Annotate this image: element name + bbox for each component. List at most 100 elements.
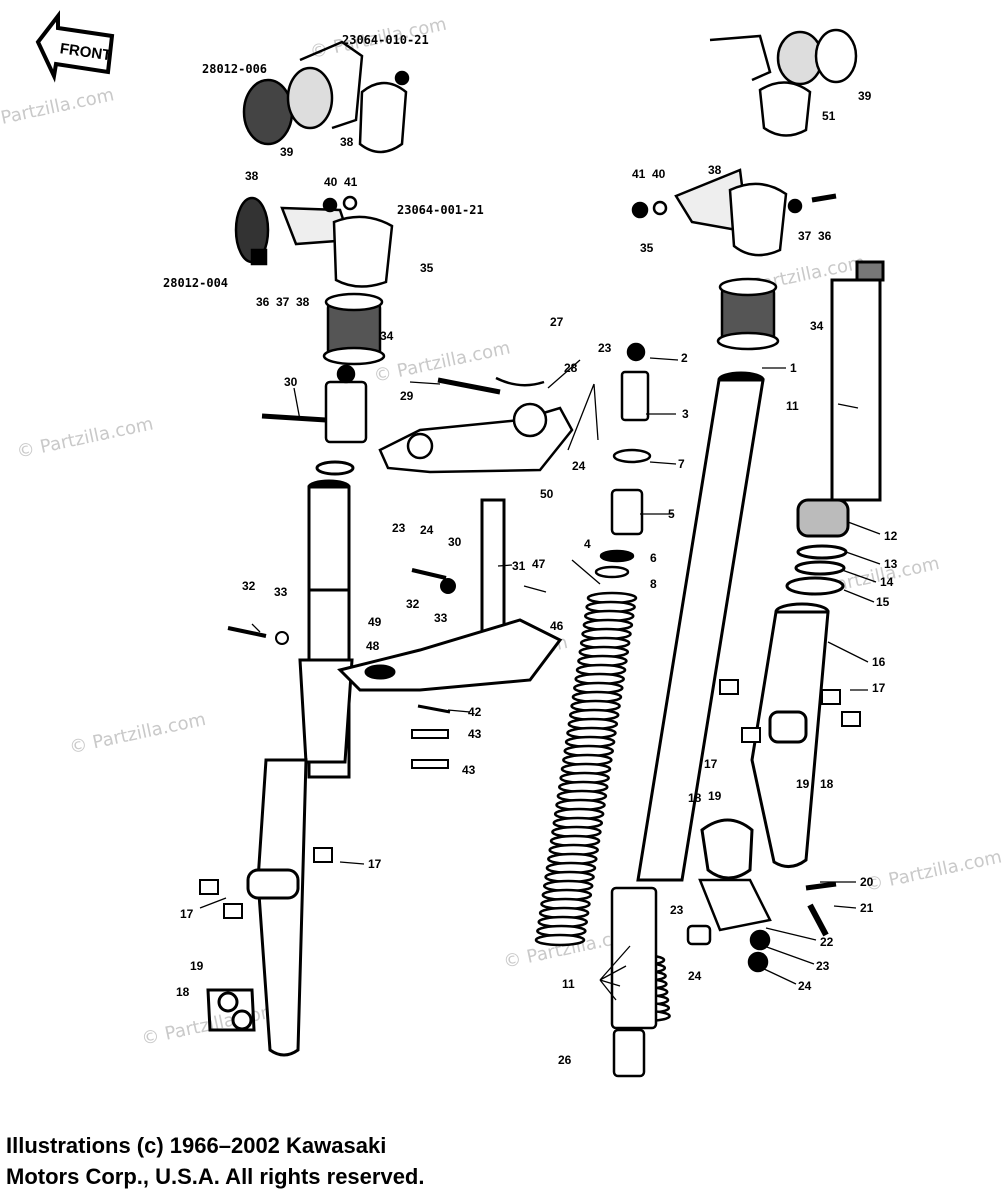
callout-number: 14 — [880, 575, 894, 589]
bracket-clamp — [728, 182, 788, 257]
callout-number: 36 — [818, 229, 832, 243]
callout-number: 23 — [816, 959, 830, 973]
callout-number: 18 — [820, 777, 834, 791]
callout-number: 31 — [512, 559, 526, 573]
callout-number: 42 — [468, 705, 482, 719]
watermark: © Partzilla.com — [68, 709, 208, 758]
front-fork-exploded-diagram: © Partzilla.com © Partzilla.com © Partzi… — [0, 10, 1004, 1078]
callout-number: 40 — [324, 175, 338, 189]
callout-number: 46 — [550, 619, 564, 633]
callout-number: 40 — [652, 167, 666, 181]
callout-number: 23 — [392, 521, 406, 535]
spring-coil — [534, 933, 586, 947]
callout-number: 2 — [681, 351, 688, 365]
reflector-lens — [814, 28, 858, 84]
callout-number: 37 — [798, 229, 812, 243]
callout-number: 28 — [564, 361, 578, 375]
callout-number: 17 — [368, 857, 382, 871]
outer-leg-right — [700, 602, 830, 880]
callout-number: 36 — [256, 295, 270, 309]
callout-number: 12 — [884, 529, 898, 543]
callout-number: 47 — [532, 557, 546, 571]
bracket-clamp — [332, 215, 394, 288]
copyright-line: Motors Corp., U.S.A. All rights reserved… — [6, 1164, 425, 1189]
part-number-label: 23064-010-21 — [342, 33, 429, 47]
nut — [394, 70, 410, 86]
part-number-label: 23064-001-21 — [397, 203, 484, 217]
callout-number: 27 — [550, 315, 564, 329]
callout-number: 34 — [810, 319, 824, 333]
part-number-label: 28012-004 — [163, 276, 228, 290]
callout-number: 32 — [242, 579, 256, 593]
reflector-bracket-top-left — [242, 40, 410, 154]
callout-number: 21 — [860, 901, 874, 915]
callout-number: 41 — [632, 167, 646, 181]
washer — [652, 200, 668, 216]
upper-fork-bracket — [378, 376, 574, 474]
watermark: © Partzilla.com — [864, 846, 1004, 895]
callout-number: 41 — [344, 175, 358, 189]
callout-number: 22 — [820, 935, 834, 949]
callout-number: 5 — [668, 507, 675, 521]
part-number-label: 28012-006 — [202, 62, 267, 76]
reflector-housing — [286, 66, 334, 130]
callout-number: 51 — [822, 109, 836, 123]
fork-assembly-left — [206, 479, 354, 1057]
callout-number: 24 — [420, 523, 434, 537]
callout-number: 48 — [366, 639, 380, 653]
copyright-notice: Illustrations (c) 1966–2002 Kawasaki Mot… — [6, 1130, 996, 1192]
callout-number: 23 — [670, 903, 684, 917]
callout-number: 17 — [180, 907, 194, 921]
callout-number: 7 — [678, 457, 685, 471]
callout-number: 18 — [688, 791, 702, 805]
callout-number: 20 — [860, 875, 874, 889]
callout-number: 35 — [420, 261, 434, 275]
front-direction-arrow: FRONT — [35, 10, 115, 83]
callout-number: 32 — [406, 597, 420, 611]
callout-number: 39 — [858, 89, 872, 103]
inner-tube-right — [636, 371, 765, 882]
callout-number: 16 — [872, 655, 886, 669]
reflector-bracket — [709, 34, 772, 82]
washer — [322, 197, 338, 213]
callout-number: 43 — [468, 727, 482, 741]
callout-number: 23 — [598, 341, 612, 355]
callout-number: 49 — [368, 615, 382, 629]
callout-number: 33 — [274, 585, 288, 599]
callout-number: 39 — [280, 145, 294, 159]
callout-number: 1 — [790, 361, 797, 375]
nut — [631, 201, 649, 219]
fork-pipe-right — [830, 260, 885, 502]
callout-number: 24 — [688, 969, 702, 983]
steering-stem — [337, 498, 563, 692]
callout-number: 17 — [704, 757, 718, 771]
callout-number: 24 — [798, 979, 812, 993]
stem-head-bolt — [261, 364, 368, 444]
callout-number: 8 — [650, 577, 657, 591]
leader-lines — [199, 357, 881, 1001]
axle-holder-parts — [610, 878, 837, 1078]
callout-number: 38 — [245, 169, 259, 183]
callouts: 2 1 3 7 5 4 6 8 11 12 13 14 15 16 17 17 … — [176, 89, 898, 1067]
callout-number: 17 — [872, 681, 886, 695]
callout-number: 26 — [558, 1053, 572, 1067]
reflector-bracket-top-right — [709, 28, 858, 137]
callout-number: 19 — [708, 789, 722, 803]
callout-number: 38 — [296, 295, 310, 309]
o-ring — [315, 460, 355, 476]
callout-number: 6 — [650, 551, 657, 565]
callout-number: 43 — [462, 763, 476, 777]
callout-number: 11 — [786, 399, 799, 413]
watermark: © Partzilla.com — [0, 84, 116, 133]
oil-seal-stack — [785, 498, 850, 596]
callout-number: 18 — [176, 985, 190, 999]
callout-number: 29 — [400, 389, 414, 403]
outer-leg-left — [256, 758, 308, 1057]
watermark: © Partzilla.com — [15, 413, 155, 462]
callout-number: 19 — [190, 959, 204, 973]
damper-rod-parts — [594, 342, 652, 579]
bolt — [811, 193, 837, 203]
callout-number: 4 — [584, 537, 591, 551]
callout-number: 13 — [884, 557, 898, 571]
bracket-clamp — [358, 81, 408, 154]
